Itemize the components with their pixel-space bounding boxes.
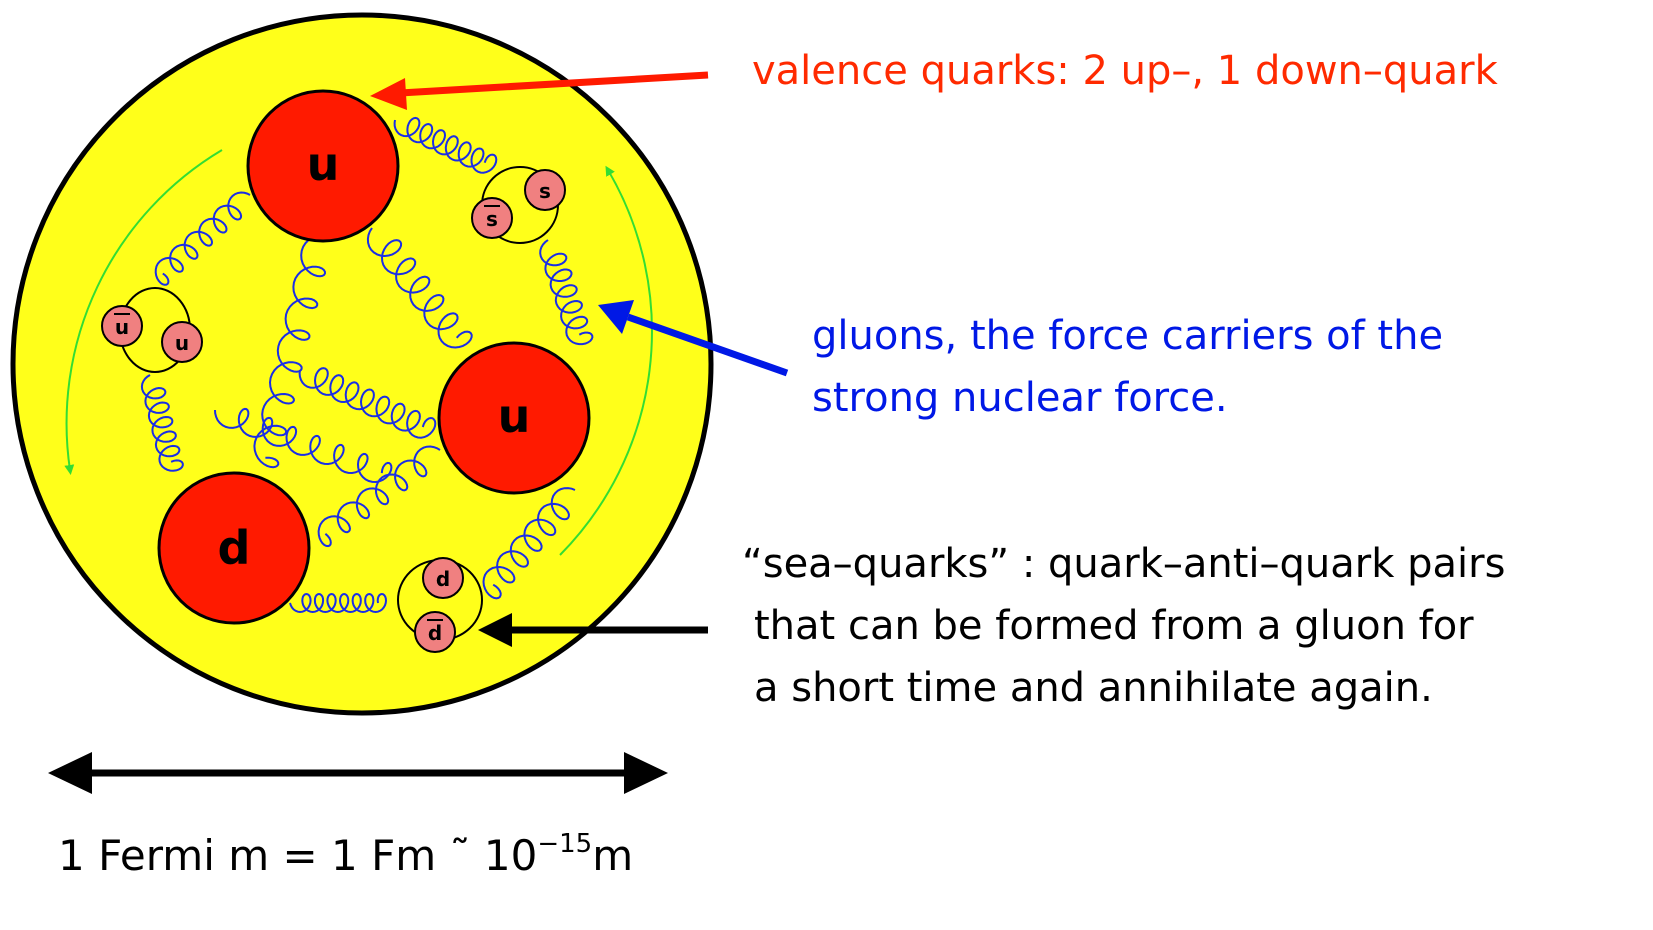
scale-label: 1 Fermi m = 1 Fm ˜ 10−15m xyxy=(58,825,633,887)
gluon-pointer-arrow xyxy=(598,300,789,377)
sea-antiquark: u xyxy=(101,305,143,347)
sea-quarks-label-line: a short time and annihilate again. xyxy=(754,665,1433,711)
gluon-spring xyxy=(539,239,594,346)
scale-label-exponent: −15 xyxy=(537,829,593,859)
sea-quarks-label-line: that can be formed from a gluon for xyxy=(754,603,1474,649)
sea-quarks-label: “sea–quarks” : quark–anti–quark pairs th… xyxy=(742,533,1505,719)
sea-antiquark: s xyxy=(471,197,513,239)
svg-text:s: s xyxy=(486,207,498,231)
quark-label: u xyxy=(498,389,531,443)
svg-text:u: u xyxy=(115,315,129,339)
valence-quark-u-top: u xyxy=(246,89,400,243)
valence-pointer-arrow xyxy=(370,71,709,110)
gluon-spring xyxy=(482,487,576,600)
valence-quark-u-right: u xyxy=(437,341,591,495)
svg-text:d: d xyxy=(436,567,450,591)
quark-label: u xyxy=(307,137,340,191)
sea-antiquark: d xyxy=(414,611,456,653)
gluon-spring xyxy=(140,374,184,472)
sea-quarks-label-line: “sea–quarks” : quark–anti–quark pairs xyxy=(742,541,1506,587)
gluon-lines xyxy=(140,116,594,614)
gluon-spring xyxy=(214,407,393,484)
valence-quark-d-bottom: d xyxy=(157,471,311,625)
sea-quark: s xyxy=(524,169,566,211)
gluons-label-line: strong nuclear force. xyxy=(812,375,1228,421)
gluon-spring xyxy=(289,592,388,614)
scale-arrow xyxy=(48,752,668,794)
sea-pointer-arrow xyxy=(478,613,708,647)
gluon-spring xyxy=(298,367,437,439)
rotation-arrow-left xyxy=(64,149,223,475)
gluon-spring xyxy=(154,191,251,286)
gluon-spring xyxy=(366,227,473,349)
sea-quark: d xyxy=(422,557,464,599)
gluon-spring xyxy=(253,234,327,469)
scale-label-main: 1 Fermi m = 1 Fm ˜ 10 xyxy=(58,831,538,880)
rotation-arrow-right xyxy=(559,165,653,556)
gluon-spring xyxy=(393,116,498,174)
svg-text:u: u xyxy=(175,331,189,355)
sea-quark: u xyxy=(161,321,203,363)
quark-label: d xyxy=(218,521,251,575)
gluons-label: gluons, the force carriers of the strong… xyxy=(812,305,1443,429)
valence-quarks-label: valence quarks: 2 up–, 1 down–quark xyxy=(752,48,1498,94)
svg-text:s: s xyxy=(539,179,551,203)
gluon-spring xyxy=(317,445,441,548)
scale-label-unit: m xyxy=(592,831,634,880)
gluons-label-line: gluons, the force carriers of the xyxy=(812,313,1444,359)
svg-text:d: d xyxy=(428,621,442,645)
